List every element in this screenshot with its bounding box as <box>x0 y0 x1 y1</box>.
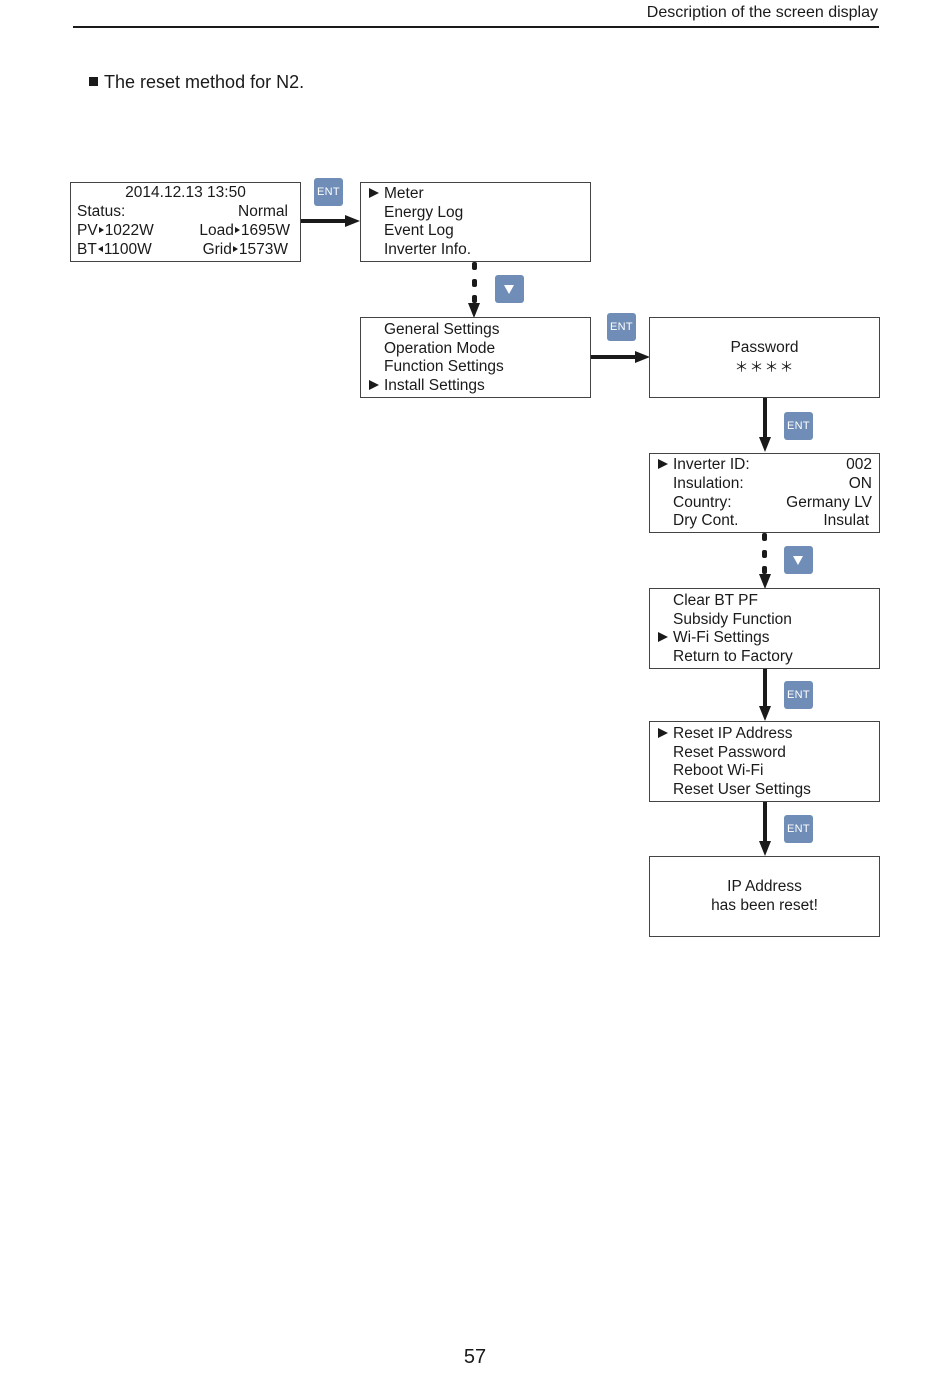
status-value: Normal <box>238 203 288 220</box>
arrow-line <box>763 802 767 842</box>
pv-label: PV <box>77 222 98 239</box>
menu-item-subsidy-function: Subsidy Function <box>673 611 792 628</box>
arrow-head-down-icon <box>759 706 771 721</box>
dashed-arrow-segment <box>762 566 767 574</box>
grid-label: Grid <box>202 241 232 258</box>
cursor-pointer-icon <box>369 184 379 203</box>
menu-item-energy-log: Energy Log <box>384 204 464 221</box>
result-screen: IP Address has been reset! <box>649 856 880 937</box>
arrow-head-down-icon <box>759 574 771 589</box>
result-line-1: IP Address <box>727 878 802 895</box>
flow-right-icon <box>232 246 238 252</box>
header-rule <box>73 26 879 28</box>
cursor-pointer-icon <box>658 628 668 647</box>
arrow-head-right-icon <box>635 351 650 363</box>
down-key-icon <box>495 275 524 303</box>
menu-item-reset-user-settings: Reset User Settings <box>673 781 811 798</box>
main-menu-screen: Meter Energy Log Event Log Inverter Info… <box>360 182 591 262</box>
ent-key-icon: ENT <box>784 815 813 843</box>
grid-value: 1573W <box>238 241 288 258</box>
menu-item-return-to-factory: Return to Factory <box>673 648 793 665</box>
status-datetime: 2014.12.13 13:50 <box>125 184 246 201</box>
bt-label: BT <box>77 241 97 258</box>
load-value: 1695W <box>240 222 290 239</box>
menu-item-wifi-settings: Wi-Fi Settings <box>650 628 879 647</box>
arrow-head-down-icon <box>468 303 480 318</box>
dashed-arrow-segment <box>472 279 477 287</box>
menu-item-clear-bt-pf: Clear BT PF <box>673 592 758 609</box>
menu-item-operation-mode: Operation Mode <box>384 340 496 357</box>
status-row: Status: Normal <box>77 202 294 221</box>
cursor-pointer-icon <box>658 455 668 474</box>
arrow-head-down-icon <box>759 841 771 856</box>
settings-menu-screen: General Settings Operation Mode Function… <box>360 317 591 398</box>
bt-value: 1100W <box>103 241 152 258</box>
install-settings-screen: Inverter ID:002 Insulation:ON Country:Ge… <box>649 453 880 533</box>
install-row-country: Country:Germany LV <box>673 494 872 511</box>
power-row-1: PV 1022W Load 1695W <box>77 221 294 240</box>
install-row-inverter-id: Inverter ID:002 <box>650 455 879 474</box>
page-header-title: Description of the screen display <box>646 4 878 21</box>
arrow-head-down-icon <box>759 437 771 452</box>
menu-item-general-settings: General Settings <box>384 321 500 338</box>
install-row-dry-contact: Dry Cont.Insulat <box>673 512 869 529</box>
menu-item-inverter-info: Inverter Info. <box>384 241 472 258</box>
power-row-2: BT 1100W Grid 1573W <box>77 240 294 259</box>
arrow-line <box>301 219 347 223</box>
install-row-insulation: Insulation:ON <box>673 475 872 492</box>
ent-key-icon: ENT <box>607 313 636 341</box>
arrow-head-right-icon <box>345 215 360 227</box>
status-screen: 2014.12.13 13:50 Status: Normal PV 1022W … <box>70 182 301 262</box>
arrow-line <box>763 398 767 438</box>
load-label: Load <box>199 222 234 239</box>
wifi-settings-screen: Reset IP Address Reset Password Reboot W… <box>649 721 880 802</box>
dashed-arrow-segment <box>762 533 767 541</box>
password-screen: Password ＊＊＊＊ <box>649 317 880 398</box>
arrow-line <box>591 355 636 359</box>
menu-item-install-settings: Install Settings <box>361 376 590 395</box>
cursor-pointer-icon <box>369 376 379 395</box>
pv-value: 1022W <box>104 222 154 239</box>
ent-key-icon: ENT <box>784 412 813 440</box>
cursor-pointer-icon <box>658 724 668 743</box>
ent-key-icon: ENT <box>314 178 343 206</box>
flow-right-icon <box>234 227 240 233</box>
down-key-icon <box>784 546 813 574</box>
flow-right-icon <box>98 227 104 233</box>
menu-item-reset-password: Reset Password <box>673 744 786 761</box>
page-number: 57 <box>463 1346 487 1368</box>
ent-key-icon: ENT <box>784 681 813 709</box>
dashed-arrow-segment <box>472 262 477 270</box>
menu-item-meter: Meter <box>361 184 590 203</box>
section-title: The reset method for N2. <box>89 72 304 93</box>
menu-item-event-log: Event Log <box>384 222 454 239</box>
function-menu-screen: Clear BT PF Subsidy Function Wi-Fi Setti… <box>649 588 880 669</box>
flow-left-icon <box>97 246 103 252</box>
arrow-line <box>763 669 767 707</box>
result-line-2: has been reset! <box>711 897 818 914</box>
menu-item-reboot-wifi: Reboot Wi-Fi <box>673 762 764 779</box>
bullet-square-icon <box>89 77 98 86</box>
password-label: Password <box>730 339 799 356</box>
menu-item-function-settings: Function Settings <box>384 358 504 375</box>
menu-item-reset-ip-address: Reset IP Address <box>650 724 879 743</box>
dashed-arrow-segment <box>762 550 767 558</box>
section-title-text: The reset method for N2. <box>104 72 305 92</box>
dashed-arrow-segment <box>472 295 477 303</box>
password-mask: ＊＊＊＊ <box>734 359 795 375</box>
status-label: Status: <box>77 203 126 220</box>
